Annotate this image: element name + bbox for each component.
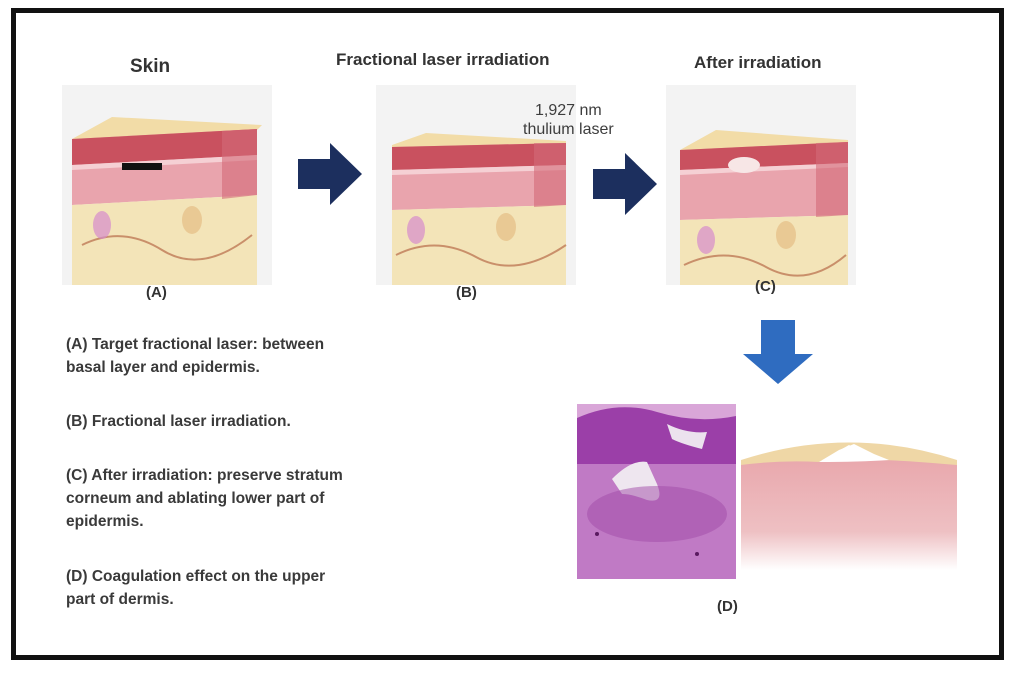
panel-label-a: (A)	[146, 284, 167, 301]
panel-label-b: (B)	[456, 284, 477, 301]
title-skin: Skin	[130, 56, 171, 77]
description-c: (C) After irradiation: preserve stratum …	[66, 467, 343, 530]
description-a: (A) Target fractional laser: between bas…	[66, 336, 325, 376]
description-b: (B) Fractional laser irradiation.	[66, 413, 291, 430]
laser-label: 1,927 nm thulium laser	[523, 101, 614, 139]
down-arrow-icon	[743, 320, 813, 389]
laser-wavelength: 1,927 nm	[534, 102, 602, 119]
right-arrow-icon	[593, 153, 657, 220]
skin-diagram-c	[666, 85, 856, 285]
title-fractional-laser-irradiation: Fractional laser irradiation	[336, 50, 550, 69]
description-d: (D) Coagulation effect on the upper part…	[66, 568, 326, 608]
laser-type: thulium laser	[523, 121, 614, 138]
skin-diagram-a	[62, 85, 272, 285]
title-after-irradiation: After irradiation	[694, 53, 822, 72]
right-arrow-icon	[298, 143, 362, 210]
panel-label-c: (C)	[755, 278, 776, 295]
histology-image	[577, 404, 736, 579]
skin-diagram-b	[376, 85, 576, 285]
panel-label-d: (D)	[717, 598, 738, 615]
coagulation-schematic	[739, 430, 961, 570]
